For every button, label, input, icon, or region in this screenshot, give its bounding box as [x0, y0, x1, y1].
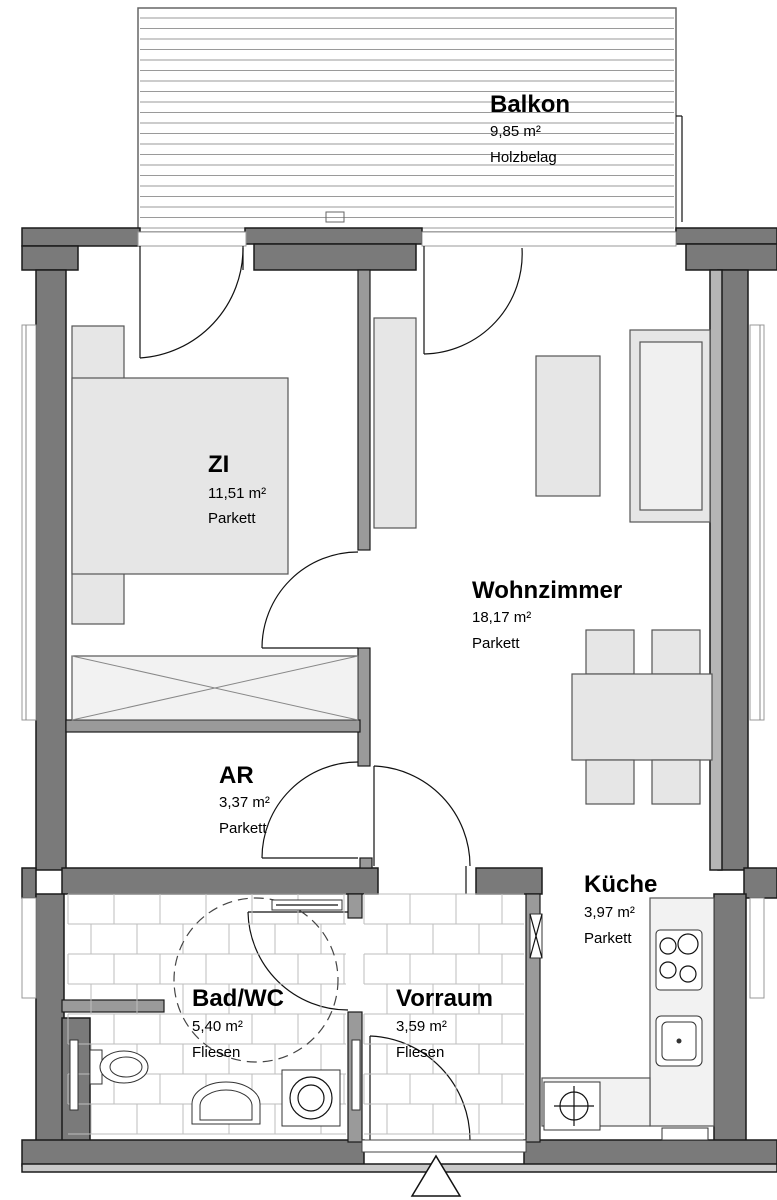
room-area: 9,85 m² — [490, 123, 541, 140]
room-label-wohnzimmer: Wohnzimmer 18,17 m² Parkett — [472, 577, 622, 652]
room-floor: Fliesen — [192, 1044, 240, 1061]
bedroom-furniture — [71, 325, 359, 721]
entrance-arrow-icon — [410, 1154, 462, 1197]
room-label-vorraum: Vorraum 3,59 m² Fliesen — [396, 985, 493, 1061]
room-floor: Fliesen — [396, 1044, 444, 1061]
windows — [21, 231, 765, 999]
room-name: Vorraum — [396, 985, 493, 1012]
sink-icon — [655, 1015, 703, 1067]
living-furniture — [373, 317, 713, 805]
stove-icon — [655, 929, 703, 991]
room-name: Bad/WC — [192, 985, 284, 1012]
toilet-icon — [89, 1049, 149, 1085]
doors — [139, 246, 527, 1153]
room-label-balkon: Balkon 9,85 m² Holzbelag — [490, 91, 570, 166]
room-area: 3,59 m² — [396, 1018, 447, 1035]
room-floor: Parkett — [584, 930, 632, 947]
room-name: AR — [219, 762, 254, 789]
room-area: 18,17 m² — [472, 609, 531, 626]
room-area: 3,97 m² — [584, 904, 635, 921]
room-name: ZI — [208, 451, 229, 478]
room-floor: Parkett — [208, 510, 256, 527]
room-label-bad: Bad/WC 5,40 m² Fliesen — [192, 985, 284, 1061]
kitchen-counter — [529, 897, 715, 1141]
washing-machine-icon — [281, 1069, 341, 1127]
room-area: 11,51 m² — [208, 485, 266, 502]
outer-walls — [21, 227, 777, 1173]
room-name: Wohnzimmer — [472, 577, 622, 604]
room-label-zi: ZI 11,51 m² Parkett — [208, 451, 266, 527]
room-floor: Parkett — [472, 635, 520, 652]
room-name: Küche — [584, 871, 657, 898]
tile-pattern — [67, 893, 524, 1135]
room-name: Balkon — [490, 91, 570, 118]
room-floor: Parkett — [219, 820, 267, 837]
sink-icon — [191, 1081, 261, 1125]
room-area: 5,40 m² — [192, 1018, 243, 1035]
stove-icon — [543, 1081, 601, 1131]
balcony-deck — [137, 7, 683, 233]
room-label-ar: AR 3,37 m² Parkett — [219, 762, 270, 837]
room-label-kueche: Küche 3,97 m² Parkett — [584, 871, 657, 947]
room-floor: Holzbelag — [490, 149, 557, 166]
bathroom-fixtures — [69, 897, 361, 1127]
room-area: 3,37 m² — [219, 794, 270, 811]
